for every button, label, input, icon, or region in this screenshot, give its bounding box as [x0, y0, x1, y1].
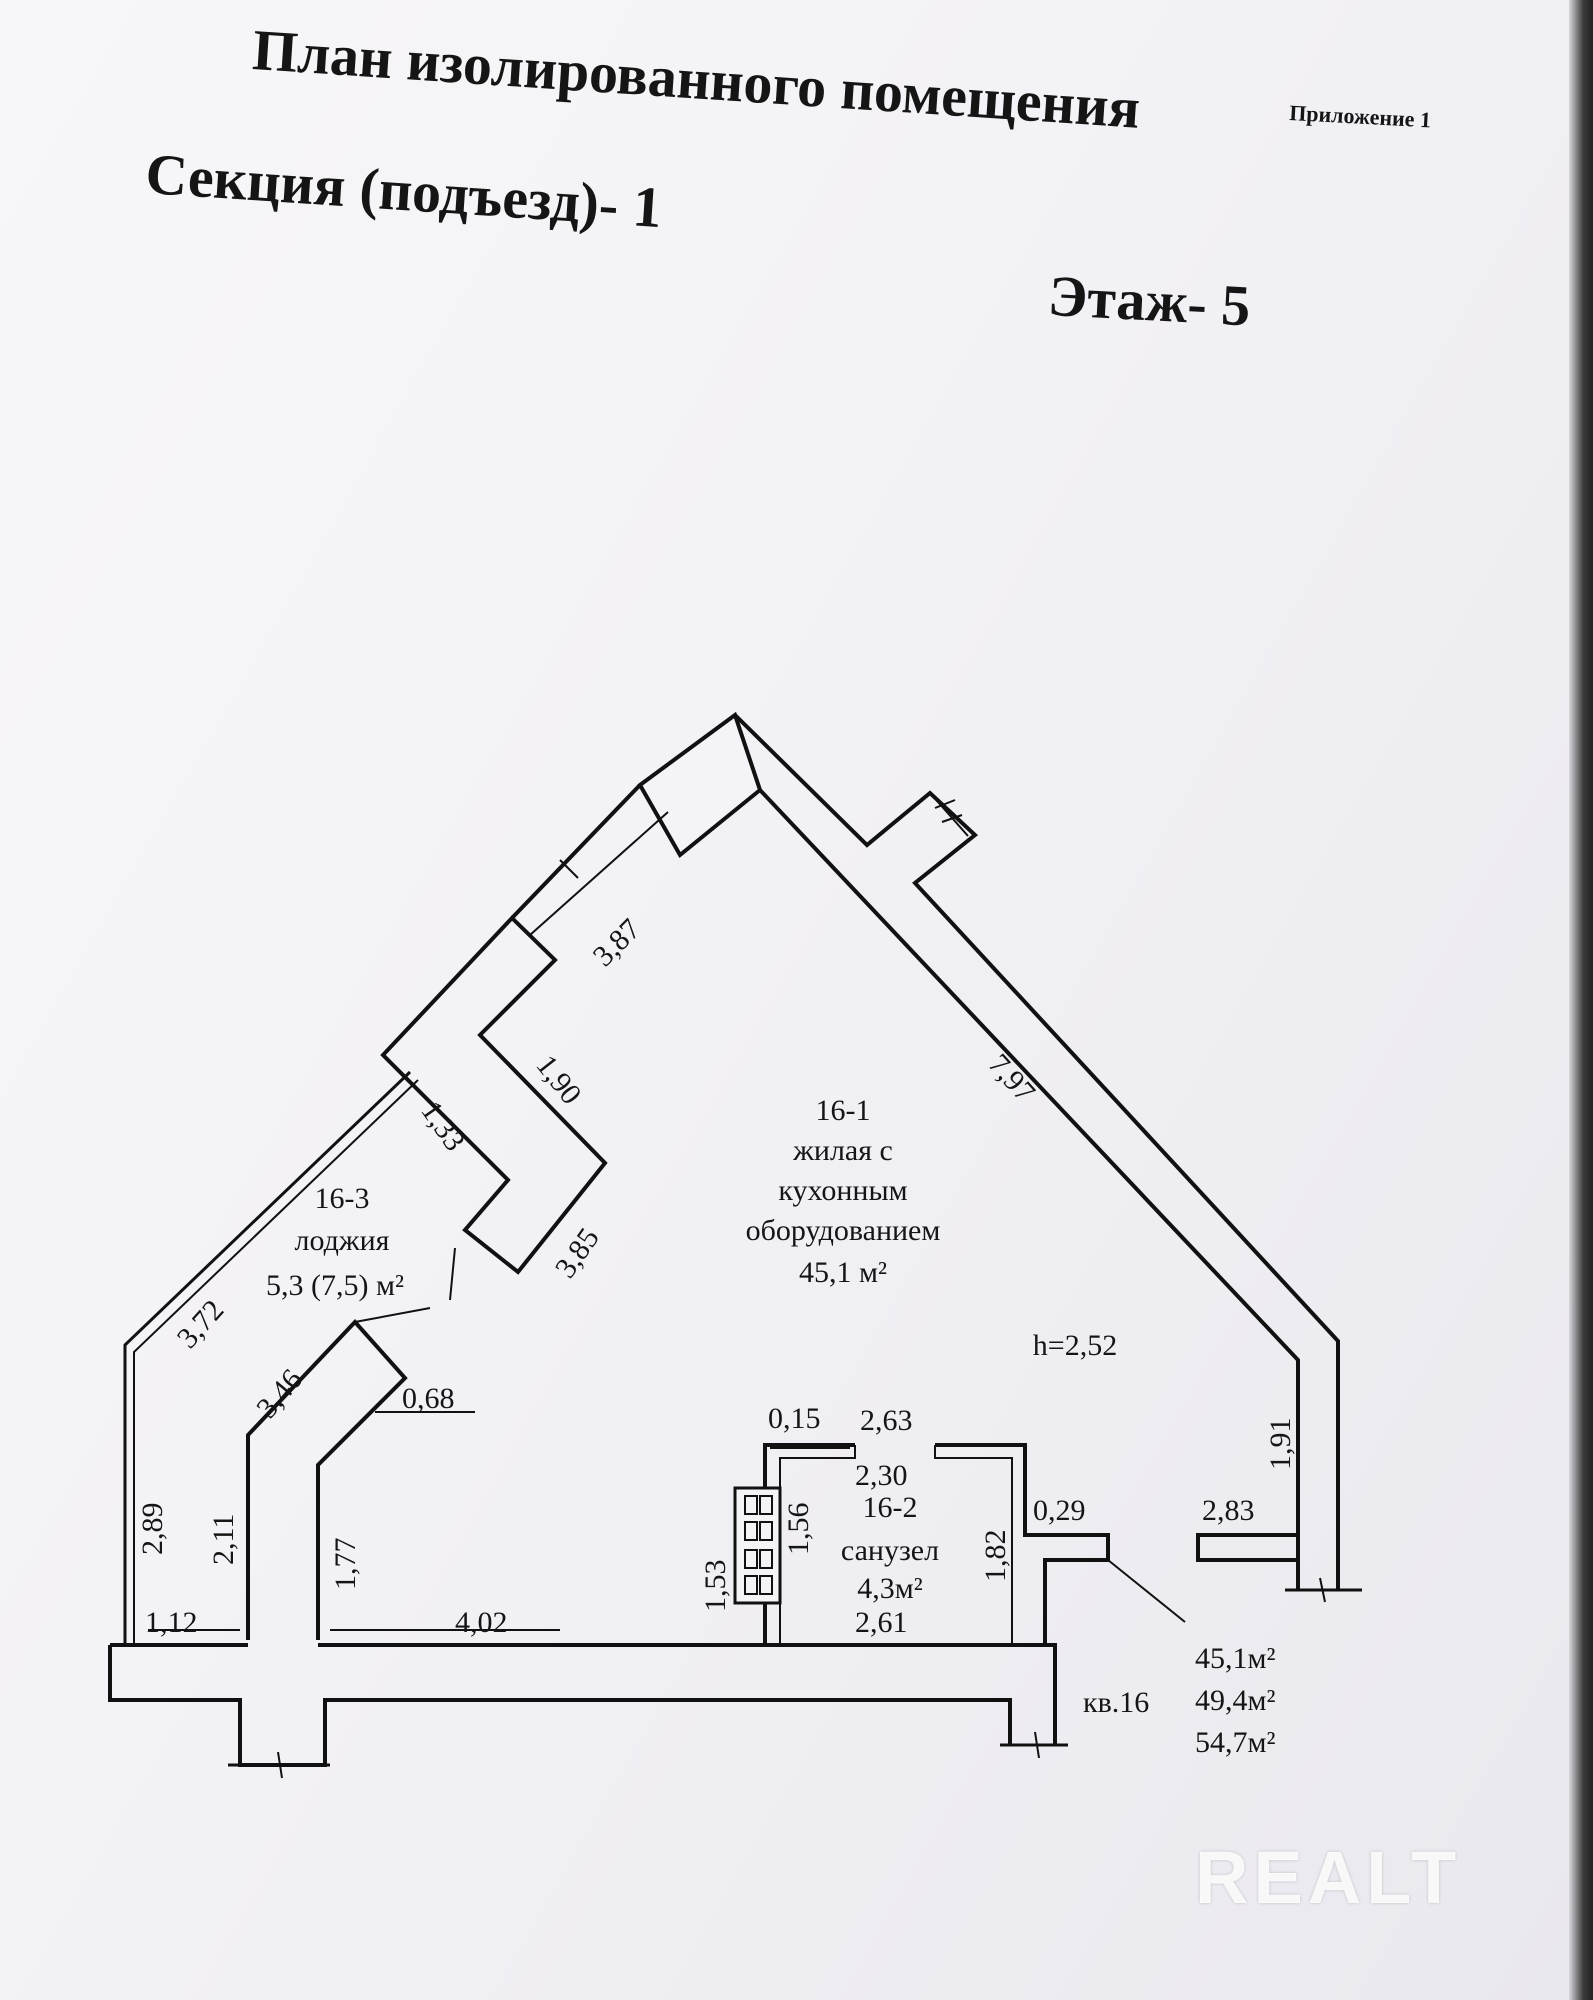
room-16-3-name: лоджия — [295, 1224, 390, 1257]
dim-1-90: 1,90 — [529, 1049, 587, 1111]
room-16-2-number: 16-2 — [863, 1491, 918, 1524]
dim-2-11: 2,11 — [207, 1514, 240, 1565]
room-16-1-line2: кухонным — [778, 1174, 907, 1207]
dim-0-29: 0,29 — [1033, 1494, 1086, 1527]
dim-0-15: 0,15 — [768, 1402, 821, 1435]
window-band — [510, 783, 642, 920]
zigzag-wall — [380, 915, 608, 1275]
summary-area-3: 54,7м² — [1195, 1726, 1275, 1759]
dim-1-77: 1,77 — [329, 1538, 362, 1591]
realt-watermark-logo: REALT — [1195, 1836, 1462, 1919]
dim-1-82: 1,82 — [979, 1530, 1012, 1583]
dim-0-68: 0,68 — [402, 1382, 455, 1415]
bath-wall-right-2 — [934, 1445, 1013, 1645]
room-16-2-name: санузел — [841, 1534, 939, 1567]
dim-2-83: 2,83 — [1202, 1494, 1255, 1527]
room-16-3-area: 5,3 (7,5) м² — [266, 1269, 404, 1302]
dim-2-89: 2,89 — [136, 1503, 169, 1556]
room-16-2-area: 4,3м² — [857, 1572, 922, 1605]
dim-1-33: 1,33 — [414, 1095, 471, 1157]
loggia-wall-outer — [123, 1070, 412, 1645]
dim-2-61: 2,61 — [855, 1606, 908, 1639]
bottom-wall-inner — [108, 1645, 1012, 1767]
dim-3-46: 3,46 — [250, 1363, 309, 1424]
right-wall-inner — [758, 788, 1300, 1590]
dim-7-97: 7,97 — [982, 1048, 1042, 1109]
dim-1-56: 1,56 — [782, 1503, 815, 1556]
dim-2-30: 2,30 — [855, 1459, 908, 1492]
summary-area-2: 49,4м² — [1195, 1684, 1275, 1717]
apartment-number: кв.16 — [1083, 1686, 1149, 1719]
pier-left — [246, 1319, 408, 1640]
summary-area-1: 45,1м² — [1195, 1642, 1275, 1675]
room-16-1-line3: оборудованием — [746, 1214, 941, 1247]
dim-3-72: 3,72 — [171, 1294, 231, 1355]
room-16-1-number: 16-1 — [816, 1094, 871, 1127]
dim-3-87: 3,87 — [587, 912, 647, 972]
sheet-edge-shadow — [1569, 0, 1593, 2000]
top-wall — [637, 711, 763, 859]
window-band-inner — [529, 811, 669, 936]
loggia-wall-inner — [133, 1079, 419, 1645]
dim-1-12: 1,12 — [145, 1606, 198, 1639]
room-16-3-number: 16-3 — [315, 1182, 370, 1215]
right-stub-wall — [1196, 1533, 1298, 1562]
room-16-1-area: 45,1 м² — [799, 1256, 887, 1289]
ceiling-height: h=2,52 — [1033, 1329, 1117, 1362]
dim-2-63: 2,63 — [860, 1404, 913, 1437]
dim-4-02: 4,02 — [455, 1606, 508, 1639]
dim-3-85: 3,85 — [549, 1222, 606, 1284]
dim-1-91: 1,91 — [1264, 1418, 1297, 1471]
bath-wall-right — [935, 1443, 1110, 1645]
room-16-1-line1: жилая с — [792, 1134, 893, 1167]
dim-1-53: 1,53 — [699, 1560, 732, 1613]
right-wall-outer — [733, 713, 1340, 1590]
bottom-wall-outer-2 — [318, 1643, 1057, 1745]
